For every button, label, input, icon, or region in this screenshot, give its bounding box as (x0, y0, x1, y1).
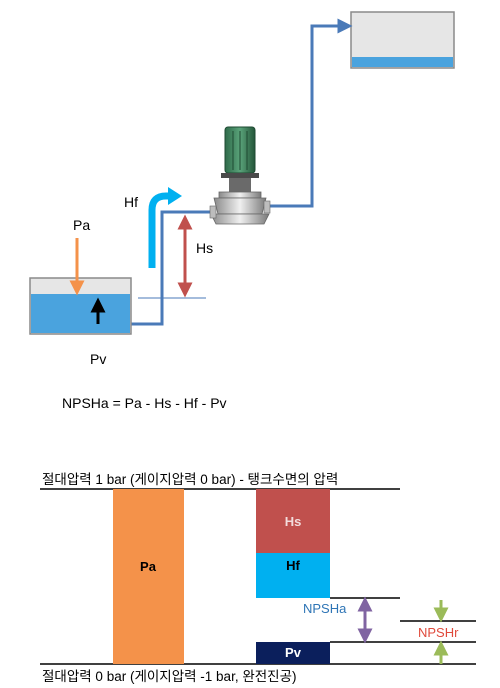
pa-bar-label: Pa (140, 559, 157, 574)
pa-bar (113, 489, 184, 664)
label-pa: Pa (73, 217, 90, 233)
pump-icon (209, 126, 271, 225)
label-hs: Hs (196, 240, 213, 256)
pv-block-label: Pv (285, 645, 302, 660)
pv-block (256, 642, 330, 664)
lower-tank-icon (29, 277, 132, 335)
npsha-formula: NPSHa = Pa - Hs - Hf - Pv (62, 395, 227, 411)
npsha-label: NPSHa (303, 601, 347, 616)
hf-block-label: Hf (286, 558, 300, 573)
label-pv: Pv (90, 351, 106, 367)
top-caption: 절대압력 1 bar (게이지압력 0 bar) - 탱크수면의 압력 (42, 472, 338, 487)
bottom-caption: 절대압력 0 bar (게이지압력 -1 bar, 완전진공) (42, 669, 297, 684)
npshr-label: NPSHr (418, 625, 459, 640)
hs-block-label: Hs (285, 514, 302, 529)
hs-block (256, 489, 330, 553)
label-hf: Hf (124, 194, 138, 210)
hf-arrow-icon (148, 187, 182, 268)
pipe-line (131, 18, 353, 326)
hf-block (256, 553, 330, 598)
upper-tank-icon (350, 11, 455, 69)
